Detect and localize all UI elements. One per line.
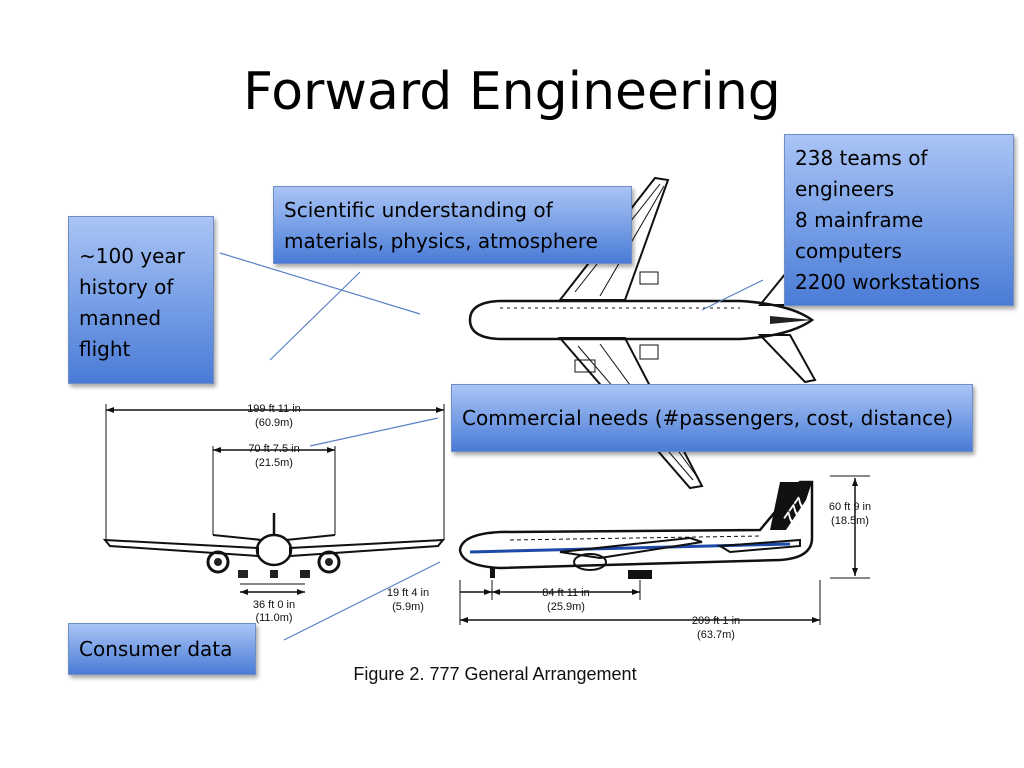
callout-history-line: ~100 year <box>79 244 185 268</box>
callout-science-line: Scientific understanding of <box>284 198 553 222</box>
track-m-label: (11.0m) <box>255 612 292 624</box>
nose-ft-label: 19 ft 4 in <box>387 587 429 599</box>
connector-consumer <box>283 561 441 641</box>
callout-history-line: flight <box>79 337 131 361</box>
callout-commercial: Commercial needs (#passengers, cost, dis… <box>451 384 973 452</box>
tailspan-ft-label: 70 ft 7.5 in <box>248 443 299 455</box>
track-ft-label: 36 ft 0 in <box>253 599 295 611</box>
connector-history <box>219 252 421 315</box>
top-view-aircraft <box>468 176 817 490</box>
length-m-label: (63.7m) <box>697 629 735 641</box>
callout-history: ~100 year history of manned flight <box>68 216 214 384</box>
side-view-aircraft: 777 <box>458 480 814 579</box>
callout-science-line: materials, physics, atmosphere <box>284 229 598 253</box>
figure-caption: Figure 2. 777 General Arrangement <box>353 664 636 684</box>
tailspan-m-label: (21.5m) <box>255 457 293 469</box>
wheelbase-m-label: (25.9m) <box>547 601 585 613</box>
connector-science <box>269 271 361 361</box>
front-view-dimensions <box>105 404 445 595</box>
length-ft-label: 209 ft 1 in <box>692 615 740 627</box>
wingspan-ft-label: 199 ft 11 in <box>247 403 301 415</box>
callout-teams-line: computers <box>795 239 902 263</box>
nose-m-label: (5.9m) <box>392 601 424 613</box>
callout-teams-line: 2200 workstations <box>795 270 980 294</box>
connector-lines <box>219 252 764 641</box>
side-view-dimensions <box>459 475 870 625</box>
callout-commercial-line: Commercial needs (#passengers, cost, dis… <box>462 406 954 430</box>
callout-history-line: manned <box>79 306 162 330</box>
callout-history-line: history of <box>79 275 174 299</box>
wheelbase-ft-label: 84 ft 11 in <box>542 587 590 599</box>
height-m-label: (18.5m) <box>831 515 869 527</box>
connector-teams <box>701 279 764 311</box>
slide-title: Forward Engineering <box>243 62 781 122</box>
height-ft-label: 60 ft 9 in <box>829 501 871 513</box>
callout-consumer: Consumer data <box>68 623 256 675</box>
callout-teams-line: 238 teams of <box>795 146 928 170</box>
wingspan-m-label: (60.9m) <box>255 417 293 429</box>
callout-teams: 238 teams of engineers 8 mainframe compu… <box>784 134 1014 306</box>
callout-teams-line: engineers <box>795 177 895 201</box>
connector-commercial <box>309 417 439 447</box>
callout-science: Scientific understanding of materials, p… <box>273 186 632 264</box>
front-view-aircraft <box>102 513 446 585</box>
callout-teams-line: 8 mainframe <box>795 208 924 232</box>
callout-consumer-line: Consumer data <box>79 637 233 661</box>
